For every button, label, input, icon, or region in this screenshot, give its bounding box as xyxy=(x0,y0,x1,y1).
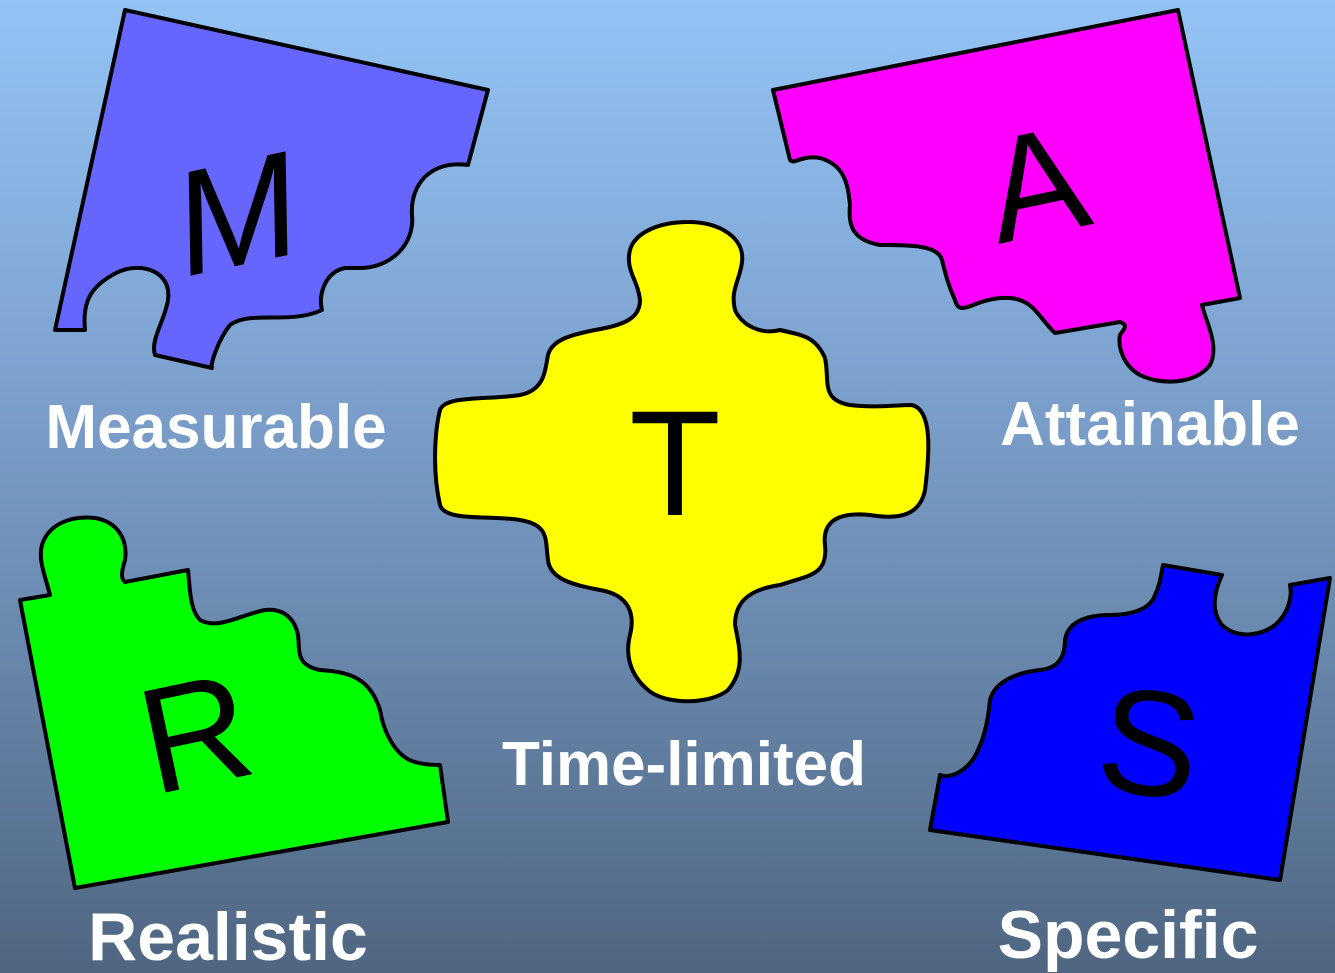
realistic-label: Realistic xyxy=(88,899,368,973)
time-limited-letter: T xyxy=(629,379,721,547)
attainable-label: Attainable xyxy=(1000,390,1300,459)
time-limited-label: Time-limited xyxy=(502,730,866,799)
specific-label: Specific xyxy=(998,897,1259,973)
measurable-label: Measurable xyxy=(45,393,386,462)
